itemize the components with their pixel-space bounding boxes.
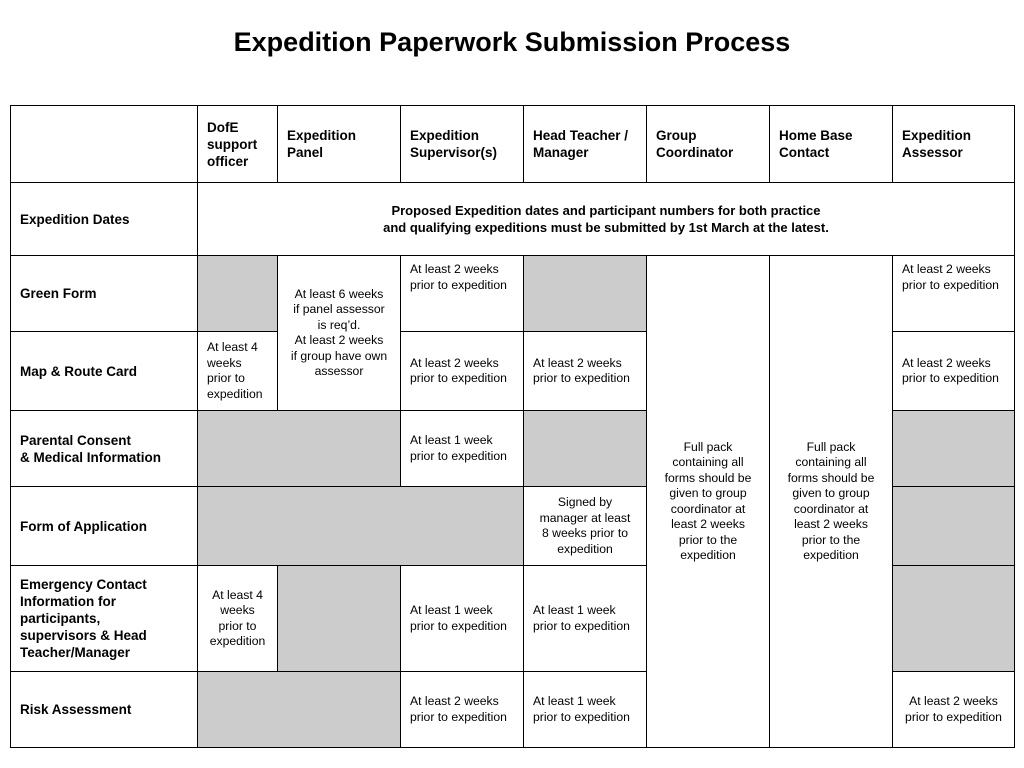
row-label-parental-consent: Parental Consent & Medical Information (10, 410, 198, 487)
map-route-supervisor-cell: At least 2 weeks prior to expedition (400, 331, 524, 411)
empty-cell (892, 410, 1015, 487)
green-form-supervisor-cell: At least 2 weeks prior to expedition (400, 255, 524, 332)
column-header-expedition-assessor: Expedition Assessor (892, 105, 1015, 183)
empty-cell (523, 255, 647, 332)
parental-consent-supervisor-cell: At least 1 week prior to expedition (400, 410, 524, 487)
home-base-pack-cell: Full pack containing all forms should be… (769, 255, 893, 748)
green-form-assessor-cell: At least 2 weeks prior to expedition (892, 255, 1015, 332)
row-label-emergency-contact: Emergency Contact Information for partic… (10, 565, 198, 672)
page-title: Expedition Paperwork Submission Process (233, 27, 791, 57)
column-header-home-base-contact: Home Base Contact (769, 105, 893, 183)
risk-assessment-assessor-cell: At least 2 weeks prior to expedition (892, 671, 1015, 748)
empty-cell (277, 565, 401, 672)
emergency-contact-dofe-cell: At least 4 weeks prior to expedition (197, 565, 278, 672)
empty-cell (197, 486, 524, 566)
row-label-map-route-card: Map & Route Card (10, 331, 198, 411)
column-header-dofe-support-officer: DofE support officer (197, 105, 278, 183)
empty-cell (892, 486, 1015, 566)
table-row: Green Form At least 6 weeks if panel ass… (10, 255, 1015, 748)
submission-table: DofE support officer Expedition Panel Ex… (10, 105, 1015, 748)
table-row: Map & Route Card At least 4 weeks prior … (10, 331, 1015, 411)
map-route-dofe-cell: At least 4 weeks prior to expedition (197, 331, 278, 411)
column-header-group-coordinator: Group Coordinator (646, 105, 770, 183)
column-header-head-teacher-manager: Head Teacher / Manager (523, 105, 647, 183)
emergency-contact-head-teacher-cell: At least 1 week prior to expedition (523, 565, 647, 672)
empty-cell (197, 671, 401, 748)
table-row: Parental Consent & Medical Information A… (10, 410, 1015, 487)
form-of-application-head-teacher-cell: Signed by manager at least 8 weeks prior… (523, 486, 647, 566)
column-header-expedition-supervisors: Expedition Supervisor(s) (400, 105, 524, 183)
map-route-head-teacher-cell: At least 2 weeks prior to expedition (523, 331, 647, 411)
risk-assessment-head-teacher-cell: At least 1 week prior to expedition (523, 671, 647, 748)
row-label-green-form: Green Form (10, 255, 198, 332)
risk-assessment-supervisor-cell: At least 2 weeks prior to expedition (400, 671, 524, 748)
emergency-contact-supervisor-cell: At least 1 week prior to expedition (400, 565, 524, 672)
row-label-risk-assessment: Risk Assessment (10, 671, 198, 748)
table-row: Expedition Dates Proposed Expedition dat… (10, 182, 1015, 256)
empty-cell (892, 565, 1015, 672)
expedition-dates-note: Proposed Expedition dates and participan… (197, 182, 1015, 256)
table-row: Form of Application Signed by manager at… (10, 486, 1015, 566)
empty-cell (523, 410, 647, 487)
empty-cell (197, 255, 278, 332)
column-header-expedition-panel: Expedition Panel (277, 105, 401, 183)
panel-notice-cell: At least 6 weeks if panel assessor is re… (277, 255, 401, 411)
table-row: Risk Assessment At least 2 weeks prior t… (10, 671, 1015, 748)
group-coordinator-pack-cell: Full pack containing all forms should be… (646, 255, 770, 748)
header-row: DofE support officer Expedition Panel Ex… (10, 105, 1015, 183)
empty-cell (197, 410, 401, 487)
map-route-assessor-cell: At least 2 weeks prior to expedition (892, 331, 1015, 411)
row-label-form-of-application: Form of Application (10, 486, 198, 566)
row-label-expedition-dates: Expedition Dates (10, 182, 198, 256)
corner-cell (10, 105, 198, 183)
